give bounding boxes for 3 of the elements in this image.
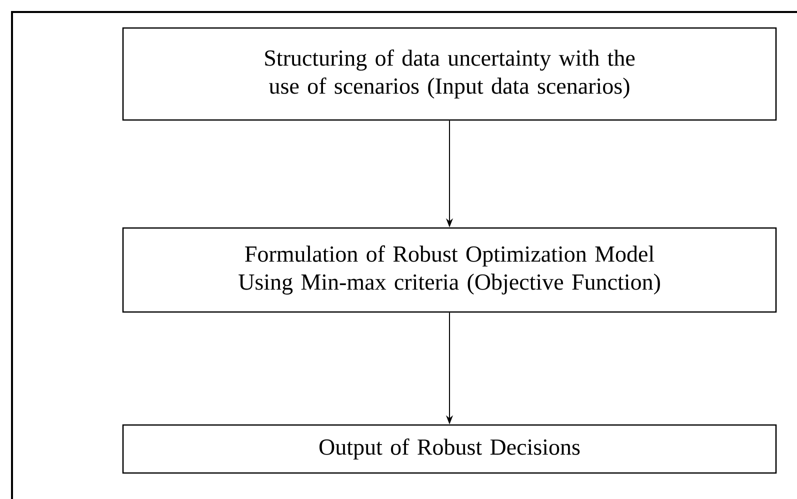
process-box: Structuring of data uncertainty with the use of scenarios (Input data scenarios)	[122, 27, 777, 121]
process-box: Output of Robust Decisions	[122, 424, 777, 474]
process-box: Formulation of Robust Optimization Model Using Min-max criteria (Objective Function)	[122, 227, 777, 313]
